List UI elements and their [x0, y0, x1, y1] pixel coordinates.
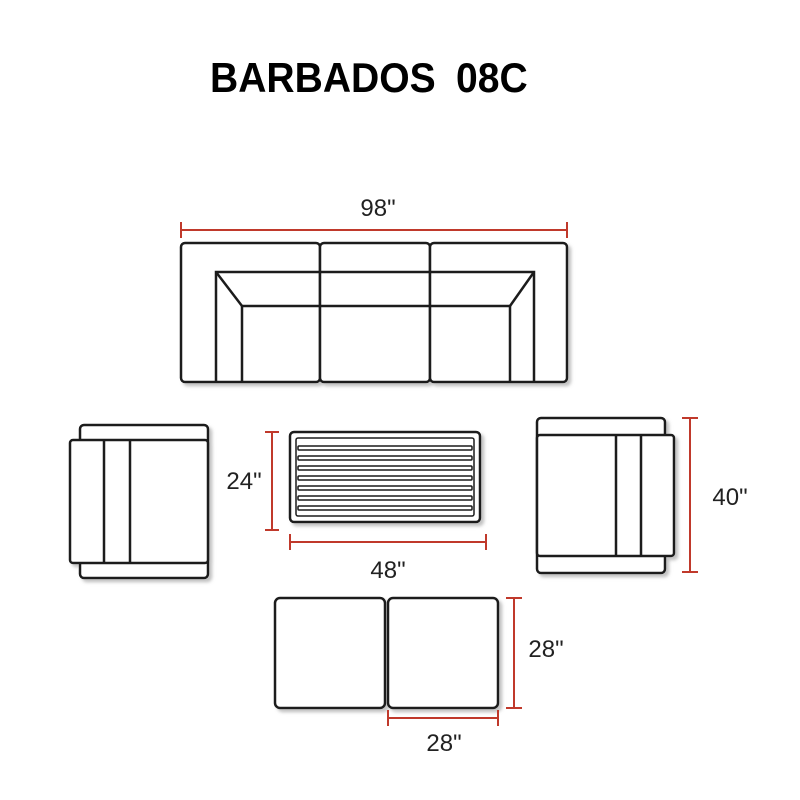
table-depth-dimension: [265, 431, 279, 531]
left-ottoman: [273, 596, 387, 710]
ottoman-depth-dimension: [506, 597, 522, 709]
product-name: BARBADOS: [210, 54, 436, 101]
table-width-label: 48": [370, 557, 405, 584]
sofa-right-section: [428, 241, 569, 384]
sofa-width-label: 98": [360, 195, 395, 222]
right-ottoman: [386, 596, 500, 710]
ottoman-width-dimension: [387, 710, 499, 726]
coffee-table-slats: [297, 445, 473, 511]
ottomans: [273, 596, 500, 710]
ottoman-depth-label: 28": [528, 636, 563, 663]
chair-depth-label: 40": [712, 484, 747, 511]
sofa-width-dimension: [180, 222, 568, 238]
left-club-chair: [68, 423, 210, 580]
right-club-chair: [535, 416, 676, 575]
sofa-left-section: [179, 241, 322, 384]
table-depth-label: 24": [226, 468, 261, 495]
product-code: 08C: [456, 54, 528, 101]
sofa-middle-section: [318, 241, 432, 384]
table-width-dimension: [289, 534, 487, 550]
sofa: [179, 241, 569, 384]
ottoman-width-label: 28": [426, 730, 461, 757]
chair-depth-dimension: [682, 417, 698, 573]
